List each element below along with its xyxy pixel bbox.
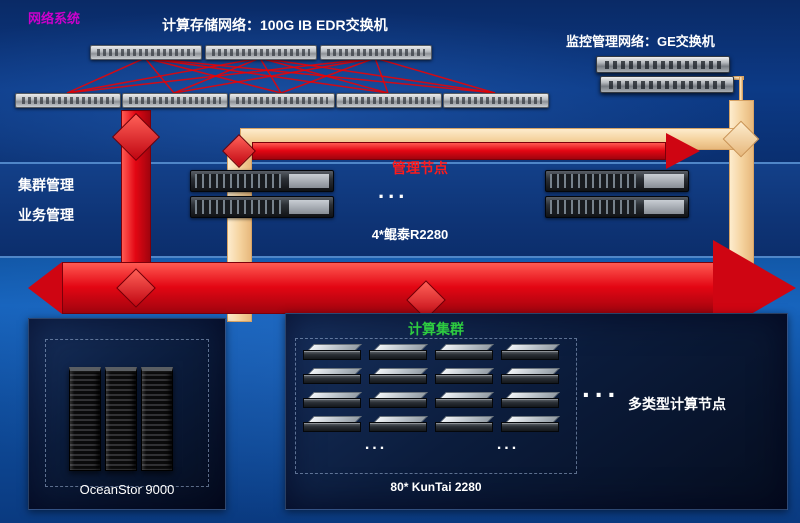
compute-server-top-face xyxy=(308,416,362,422)
compute-server-front-face xyxy=(369,374,427,384)
ib-edr-switch xyxy=(205,45,317,60)
compute-server-front-face xyxy=(435,422,493,432)
ge-switch xyxy=(596,56,730,73)
ib-edr-switch xyxy=(320,45,432,60)
compute-server-front-face xyxy=(501,374,559,384)
cluster-management-label: 集群管理 xyxy=(18,177,74,193)
compute-server-front-face xyxy=(369,398,427,408)
flow-red-main xyxy=(62,262,714,314)
compute-server-top-face xyxy=(440,368,494,374)
compute-server-top-face xyxy=(374,392,428,398)
flow-red-horizontal-arrowhead xyxy=(666,133,700,169)
ib-edr-switch xyxy=(15,93,121,108)
management-server xyxy=(190,196,334,218)
compute-server-front-face xyxy=(435,374,493,384)
compute-server-top-face xyxy=(308,368,362,374)
compute-panel: 计算集群 ... ... 80* KunTai 2280 ... 多类型计算节点 xyxy=(285,313,788,510)
storage-tower xyxy=(141,367,173,471)
compute-server-front-face xyxy=(501,350,559,360)
compute-ellipsis-b: ... xyxy=(496,436,520,453)
storage-caption: OceanStor 9000 xyxy=(79,482,175,497)
compute-server-top-face xyxy=(308,344,362,350)
compute-server-front-face xyxy=(303,350,361,360)
side-ellipsis: ... xyxy=(582,372,621,403)
ib-edr-switch xyxy=(122,93,228,108)
storage-network-label: 计算存储网络：100G IB EDR交换机 xyxy=(162,17,388,33)
compute-server xyxy=(435,344,494,361)
multi-node-label: 多类型计算节点 xyxy=(628,396,726,412)
compute-server-top-face xyxy=(308,392,362,398)
storage-tower xyxy=(105,367,137,471)
compute-server-front-face xyxy=(303,398,361,408)
ib-edr-switch xyxy=(229,93,335,108)
compute-server xyxy=(435,368,494,385)
compute-server xyxy=(501,368,560,385)
storage-tower xyxy=(69,367,101,471)
compute-server-front-face xyxy=(369,350,427,360)
management-server xyxy=(545,196,689,218)
compute-server xyxy=(303,344,362,361)
compute-server-top-face xyxy=(506,416,560,422)
management-server xyxy=(190,170,334,192)
storage-panel: OceanStor 9000 xyxy=(28,318,226,510)
ib-edr-switch xyxy=(443,93,549,108)
compute-server xyxy=(501,416,560,433)
compute-server xyxy=(303,416,362,433)
compute-server-front-face xyxy=(501,422,559,432)
compute-server-front-face xyxy=(303,374,361,384)
compute-server-top-face xyxy=(440,392,494,398)
compute-server-front-face xyxy=(303,422,361,432)
compute-caption: 80* KunTai 2280 xyxy=(390,480,482,494)
compute-server-top-face xyxy=(440,416,494,422)
flow-cream-ge-stub-v xyxy=(739,76,743,102)
compute-server xyxy=(501,344,560,361)
compute-dashed-outline xyxy=(295,338,577,474)
compute-server-top-face xyxy=(374,416,428,422)
compute-server xyxy=(435,416,494,433)
management-ellipsis: ... xyxy=(378,178,409,203)
compute-server xyxy=(369,344,428,361)
compute-server-top-face xyxy=(506,344,560,350)
management-node-title: 管理节点 xyxy=(392,160,448,176)
compute-ellipsis-a: ... xyxy=(364,436,388,453)
compute-server-front-face xyxy=(435,398,493,408)
management-caption: 4*鲲泰R2280 xyxy=(371,227,449,242)
network-mesh-links xyxy=(66,57,496,94)
monitor-network-label: 监控管理网络：GE交换机 xyxy=(566,34,715,49)
ge-switch xyxy=(600,76,734,93)
compute-server-grid xyxy=(286,314,789,511)
compute-server xyxy=(369,368,428,385)
compute-server-front-face xyxy=(501,398,559,408)
compute-server-top-face xyxy=(506,392,560,398)
compute-server-front-face xyxy=(435,350,493,360)
flow-red-main-arrowhead-left xyxy=(28,262,62,314)
compute-server xyxy=(369,416,428,433)
compute-server-top-face xyxy=(440,344,494,350)
ib-edr-switch xyxy=(90,45,202,60)
compute-server-front-face xyxy=(369,422,427,432)
business-management-label: 业务管理 xyxy=(18,207,74,223)
compute-server xyxy=(501,392,560,409)
compute-server-top-face xyxy=(374,344,428,350)
compute-server xyxy=(303,392,362,409)
compute-cluster-title: 计算集群 xyxy=(408,321,464,337)
compute-server-top-face xyxy=(506,368,560,374)
compute-server xyxy=(303,368,362,385)
compute-server xyxy=(435,392,494,409)
compute-server-top-face xyxy=(374,368,428,374)
management-server xyxy=(545,170,689,192)
storage-dashed-outline xyxy=(45,339,209,487)
compute-server xyxy=(369,392,428,409)
network-system-label: 网络系统 xyxy=(28,11,81,26)
ib-edr-switch xyxy=(336,93,442,108)
